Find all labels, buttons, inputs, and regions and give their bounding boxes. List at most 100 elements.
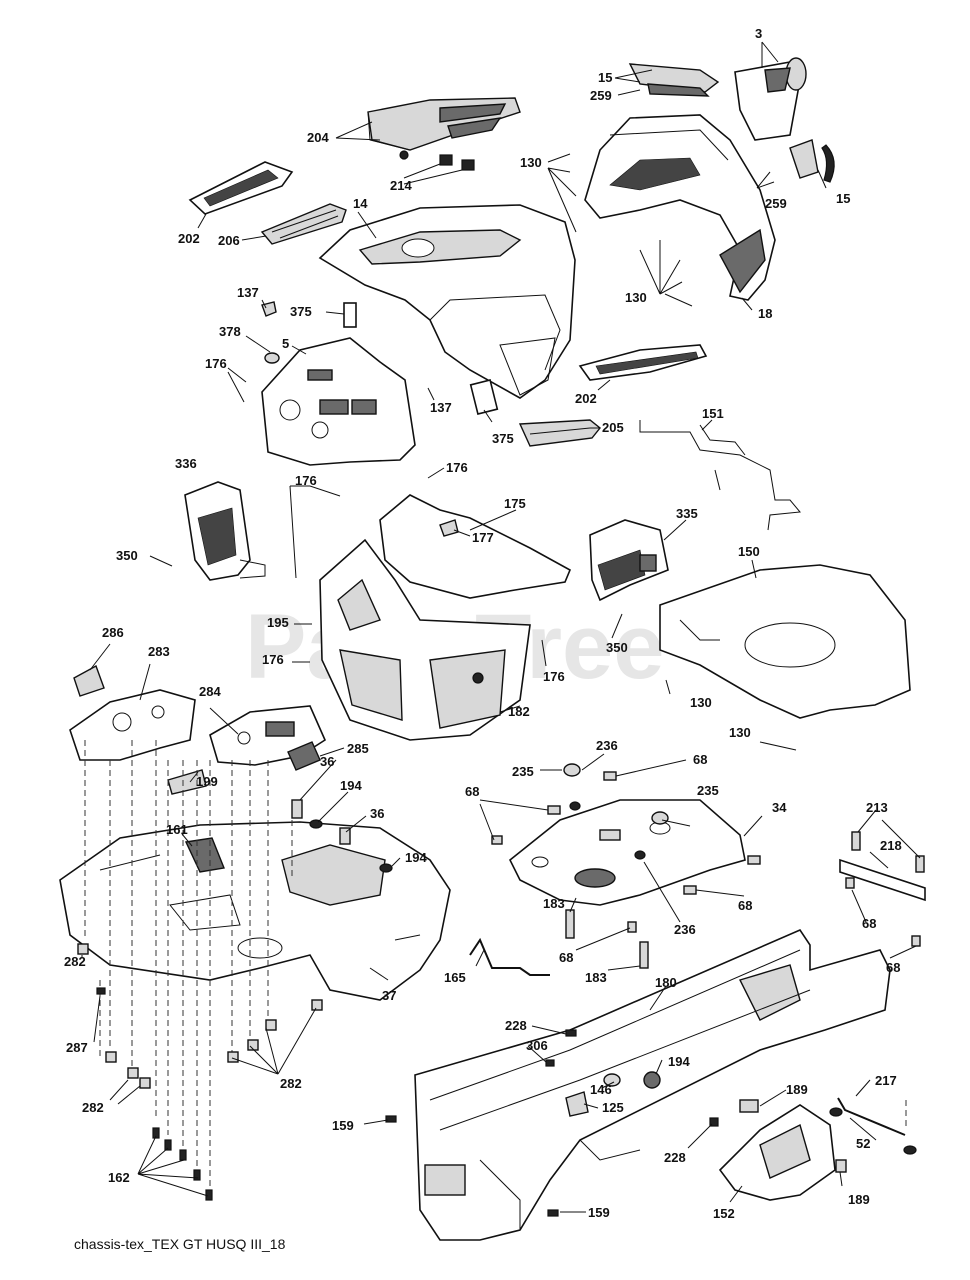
part-light-lens-15 — [628, 63, 720, 97]
label-34: 34 — [772, 800, 787, 815]
part-underpan-150 — [659, 564, 911, 719]
part-rod-165 — [469, 937, 550, 976]
part-rear-fender-37 — [59, 821, 451, 1001]
label-175: 175 — [504, 496, 526, 511]
label-282: 282 — [64, 954, 86, 969]
part-bracket-218 — [839, 831, 926, 902]
label-228: 228 — [664, 1150, 686, 1165]
part-dash-panel-5 — [261, 337, 416, 466]
part-bracket-125 — [565, 1091, 589, 1117]
label-177: 177 — [472, 530, 494, 545]
part-bushing-146-194 — [603, 1071, 661, 1089]
part-mount-plate-34 — [508, 799, 746, 906]
diagram-caption: chassis-tex_TEX GT HUSQ III_18 — [74, 1236, 286, 1252]
label-235: 235 — [512, 764, 534, 779]
label-161: 161 — [166, 822, 188, 837]
label-282: 282 — [280, 1076, 302, 1091]
label-182: 182 — [508, 704, 530, 719]
label-218: 218 — [880, 838, 902, 853]
label-130: 130 — [625, 290, 647, 305]
label-159: 159 — [332, 1118, 354, 1133]
label-159: 159 — [588, 1205, 610, 1220]
part-lens-206 — [260, 203, 347, 245]
label-236: 236 — [674, 922, 696, 937]
label-14: 14 — [353, 196, 368, 211]
part-screws-36-194 — [291, 799, 393, 873]
label-151: 151 — [702, 406, 724, 421]
label-202: 202 — [178, 231, 200, 246]
part-trim-205 — [518, 419, 601, 447]
label-194: 194 — [340, 778, 362, 793]
part-pad-375b — [469, 379, 499, 415]
label-130: 130 — [729, 725, 751, 740]
label-335: 335 — [676, 506, 698, 521]
label-68: 68 — [886, 960, 900, 975]
label-15: 15 — [598, 70, 612, 85]
label-68: 68 — [738, 898, 752, 913]
part-clips-214 — [399, 150, 475, 171]
label-195: 195 — [267, 615, 289, 630]
part-bezel-285 — [287, 741, 321, 771]
label-228: 228 — [505, 1018, 527, 1033]
label-68: 68 — [465, 784, 479, 799]
label-176: 176 — [205, 356, 227, 371]
label-176: 176 — [295, 473, 317, 488]
label-205: 205 — [602, 420, 624, 435]
part-fender-cover-283 — [69, 689, 196, 761]
part-side-panel-336 — [184, 481, 266, 581]
part-bracket-151 — [639, 420, 801, 531]
label-194: 194 — [405, 850, 427, 865]
label-36: 36 — [320, 754, 334, 769]
label-3: 3 — [755, 26, 762, 41]
label-68: 68 — [693, 752, 707, 767]
label-137: 137 — [430, 400, 452, 415]
label-18: 18 — [758, 306, 772, 321]
label-36: 36 — [370, 806, 384, 821]
label-282: 282 — [82, 1100, 104, 1115]
label-68: 68 — [559, 950, 573, 965]
label-236: 236 — [596, 738, 618, 753]
part-clip-137 — [261, 301, 277, 317]
label-183: 183 — [543, 896, 565, 911]
label-285: 285 — [347, 741, 369, 756]
part-clips-282 — [77, 943, 323, 1089]
label-206: 206 — [218, 233, 240, 248]
leader-lines — [81, 41, 921, 1213]
label-217: 217 — [875, 1073, 897, 1088]
part-fasteners-frame — [385, 1029, 719, 1217]
part-cowl-175 — [379, 494, 572, 599]
label-286: 286 — [102, 625, 124, 640]
label-52: 52 — [856, 1136, 870, 1151]
label-180: 180 — [655, 975, 677, 990]
label-213: 213 — [866, 800, 888, 815]
label-204: 204 — [307, 130, 329, 145]
part-hood-14 — [318, 204, 576, 399]
label-306: 306 — [526, 1038, 548, 1053]
label-146: 146 — [590, 1082, 612, 1097]
part-rod-217 — [829, 1097, 917, 1155]
label-235: 235 — [697, 783, 719, 798]
label-165: 165 — [444, 970, 466, 985]
label-125: 125 — [602, 1100, 624, 1115]
part-footrest-152 — [718, 1099, 847, 1201]
label-5: 5 — [282, 336, 289, 351]
label-336: 336 — [175, 456, 197, 471]
part-side-grille-right — [578, 344, 708, 381]
label-378: 378 — [219, 324, 241, 339]
label-202: 202 — [575, 391, 597, 406]
part-spacers-236 — [569, 801, 646, 860]
part-screws-162 — [152, 1127, 213, 1201]
part-side-grille-left — [188, 161, 294, 215]
part-cap-286 — [73, 664, 105, 697]
part-bushings-235 — [563, 763, 669, 825]
label-375: 375 — [492, 431, 514, 446]
label-176: 176 — [543, 669, 565, 684]
part-side-panel-335 — [589, 519, 669, 602]
part-front-shroud-182 — [319, 538, 531, 741]
label-199: 199 — [196, 774, 218, 789]
label-189: 189 — [848, 1192, 870, 1207]
label-283: 283 — [148, 644, 170, 659]
label-68: 68 — [862, 916, 876, 931]
label-176: 176 — [446, 460, 468, 475]
label-15: 15 — [836, 191, 850, 206]
